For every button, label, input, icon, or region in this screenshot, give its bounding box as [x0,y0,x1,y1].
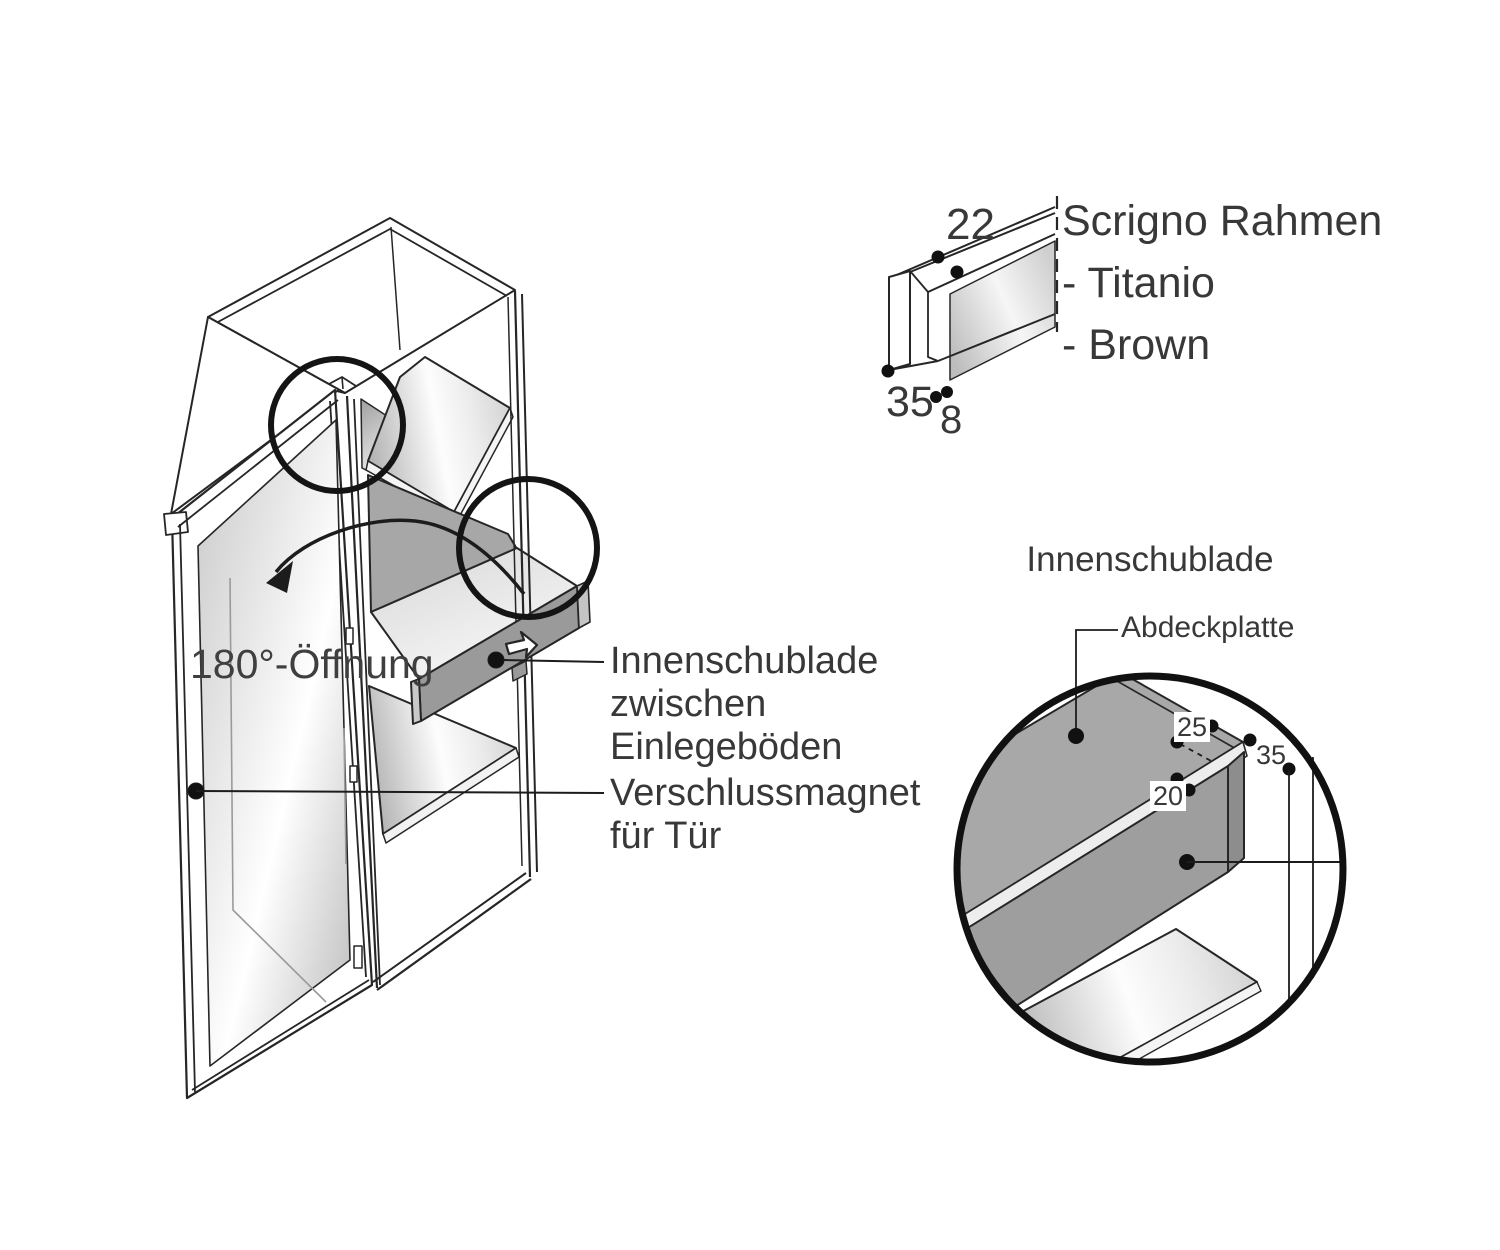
dim35d-dot-b [1282,762,1296,776]
detail-drawer-side [1227,751,1245,873]
lower-shelf-edge [382,747,520,844]
pull-direction-arrow-icon [504,630,539,659]
magnet-note-line1: Verschlussmagnet [610,772,921,814]
profile-dim-width: 22 [946,200,995,249]
door-swing-arrow [266,518,526,596]
detail-dimensions [1068,629,1341,1000]
callout-dot-abdeckplatte [1068,728,1084,744]
profile-top-edge3 [927,233,1056,293]
leader-drawer [503,659,605,663]
cover-plate-label: Abdeckplatte [1121,611,1295,644]
door-glass-bevel2 [343,727,347,865]
profile-glass [949,240,1056,381]
door-top-inner [177,399,339,528]
leader-magnet [195,790,605,794]
leader-abdeckplatte [1075,629,1118,736]
detail-ring-drawer [456,476,600,620]
door-bottom-inner [191,979,370,1091]
door-hinge-mark-3 [353,945,363,969]
drawer-note-line2: zwischen [610,683,767,725]
frame-title: Scrigno Rahmen [1062,197,1383,245]
cabinet-back-edge [390,226,401,351]
magnet-note-line2: für Tür [610,815,722,857]
frame-option-brown: - Brown [1062,321,1211,369]
cabinet-bottom-edge [376,878,532,991]
detail-title: Innenschublade [1026,540,1274,579]
cabinet-door [163,388,374,1100]
dim8-dot-b [941,386,953,398]
dim35-dot [881,364,895,378]
profile-inner-corner [909,270,939,362]
frame-profile-drawing [881,196,1059,403]
drawer-note-line3: Einlegeböden [610,726,843,768]
drawer-front-left-cap [410,678,422,725]
door-left-inner [179,523,196,1093]
drawer-note-line1: Innenschublade [610,640,879,682]
door-glass [197,419,351,1067]
profile-bottom-edge [888,360,939,371]
detail-ring-top [268,356,406,494]
drawer-note: Innenschublade zwischen Einlegeböden [610,640,878,769]
dim35d-dot-a [1243,733,1257,747]
profile-flange-face [888,270,911,371]
drawer-side-tab [511,660,528,682]
cabinet-frontleft-edge [345,395,379,989]
profile-top-edge [891,206,1056,278]
cabinet-top-inner-edge [215,228,508,324]
door-hinge-mark-2 [349,765,358,783]
cabinet-carcass [170,217,578,991]
detail-dim-20: 20 [1150,781,1187,812]
door-hinge-mark-1 [345,627,354,645]
detail-dim-25: 25 [1174,712,1211,743]
detail-dim-35: 35 [1256,740,1287,770]
cabinet-bottom-edge2 [372,872,527,983]
dim8-dot-a [930,391,942,403]
frame-title-block: Scrigno Rahmen - Titanio - Brown [1062,190,1382,376]
frame-option-titanio: - Titanio [1062,259,1215,307]
door-glass-bevel [229,577,327,1003]
cabinet-right-edge2 [521,293,538,873]
door-opening-label: 180°-Öffnung [190,641,434,687]
profile-dim-height: 35 [886,378,934,426]
main-callouts [187,651,605,800]
cabinet-frontleft-edge2 [353,398,381,986]
detail-shelf-edge [1084,981,1262,1059]
cabinet-top-corner-notch2 [341,376,344,390]
dim25-dash [1179,743,1214,763]
magnet-note: Verschlussmagnet für Tür [610,772,921,858]
profile-dim-thickness: 8 [940,398,963,442]
door-top-cap [163,511,189,536]
door-swing-arrowhead-icon [266,561,293,593]
callout-dot-drawer [487,651,505,669]
dim22-dot-b [950,265,964,279]
cabinet-right-edge [513,290,532,878]
profile-bar-bottom [937,313,1056,362]
dim22-dot-a [931,250,945,264]
detail-ring-large [953,672,1347,1066]
door-swing-arc [274,518,526,596]
